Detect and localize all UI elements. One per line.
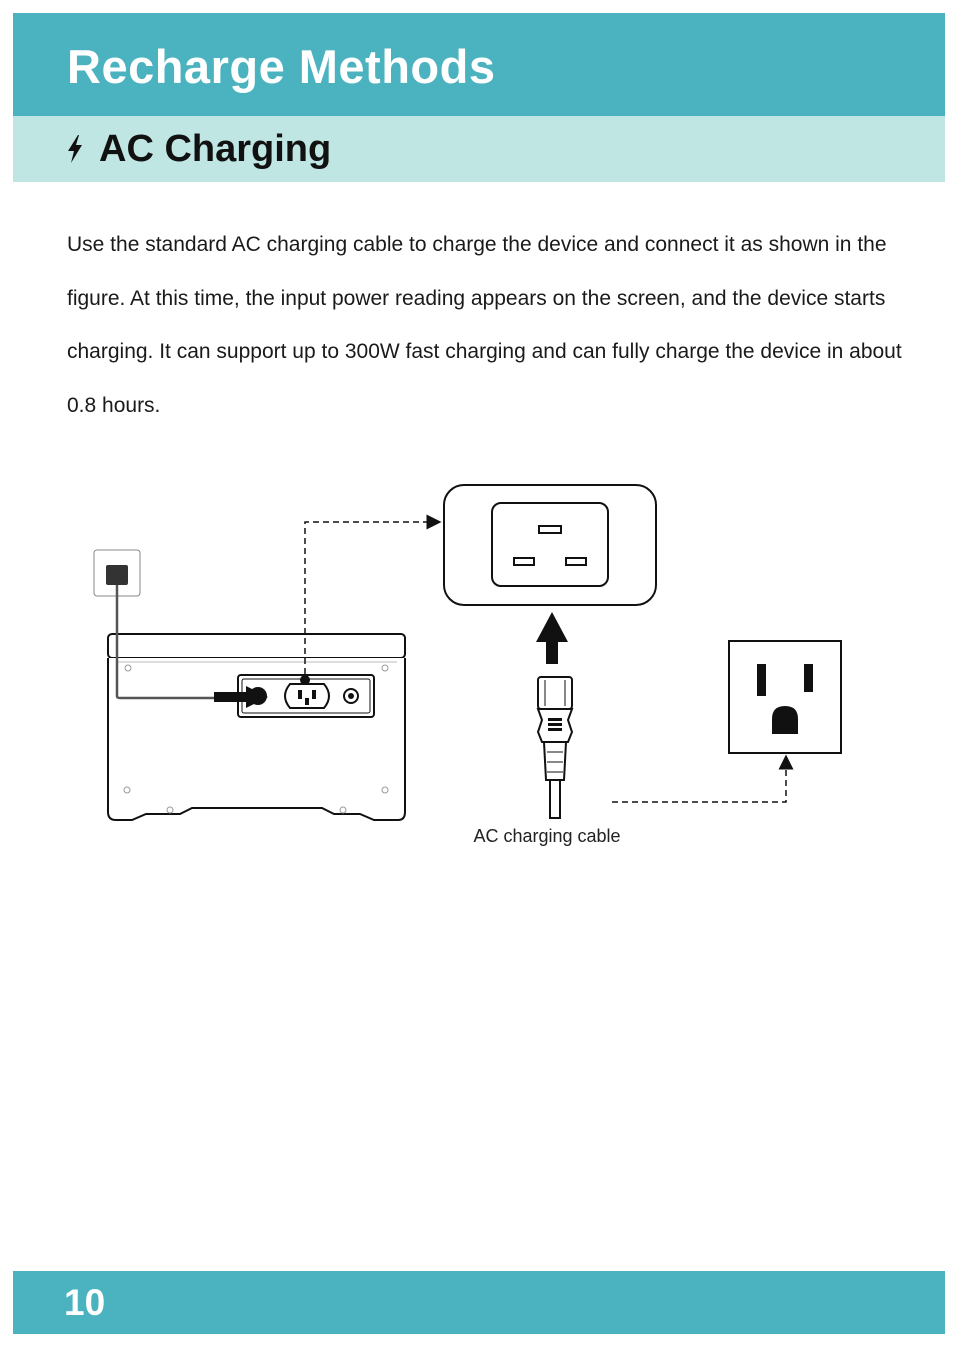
power-station-illustration (107, 633, 406, 821)
dashed-connector-outlet (612, 754, 794, 803)
page-number: 10 (64, 1282, 106, 1323)
cable-label: AC charging cable (473, 826, 621, 846)
page-title: Recharge Methods (67, 40, 496, 93)
ac-charging-cable-illustration (536, 676, 574, 819)
dashed-connector-top (304, 514, 442, 674)
body-paragraph: Use the standard AC charging cable to ch… (67, 233, 902, 417)
section-header: AC Charging (13, 116, 945, 182)
lightning-bolt-icon (68, 135, 82, 163)
wall-plug-illustration (93, 549, 268, 708)
insert-direction-arrow (536, 612, 568, 664)
ac-charging-diagram (93, 484, 842, 821)
ac-inlet-closeup (443, 484, 657, 606)
wall-outlet-icon (728, 640, 842, 754)
footer-bar: 10 (13, 1271, 945, 1334)
header-bar: Recharge Methods (13, 13, 945, 116)
section-title: AC Charging (99, 128, 332, 170)
